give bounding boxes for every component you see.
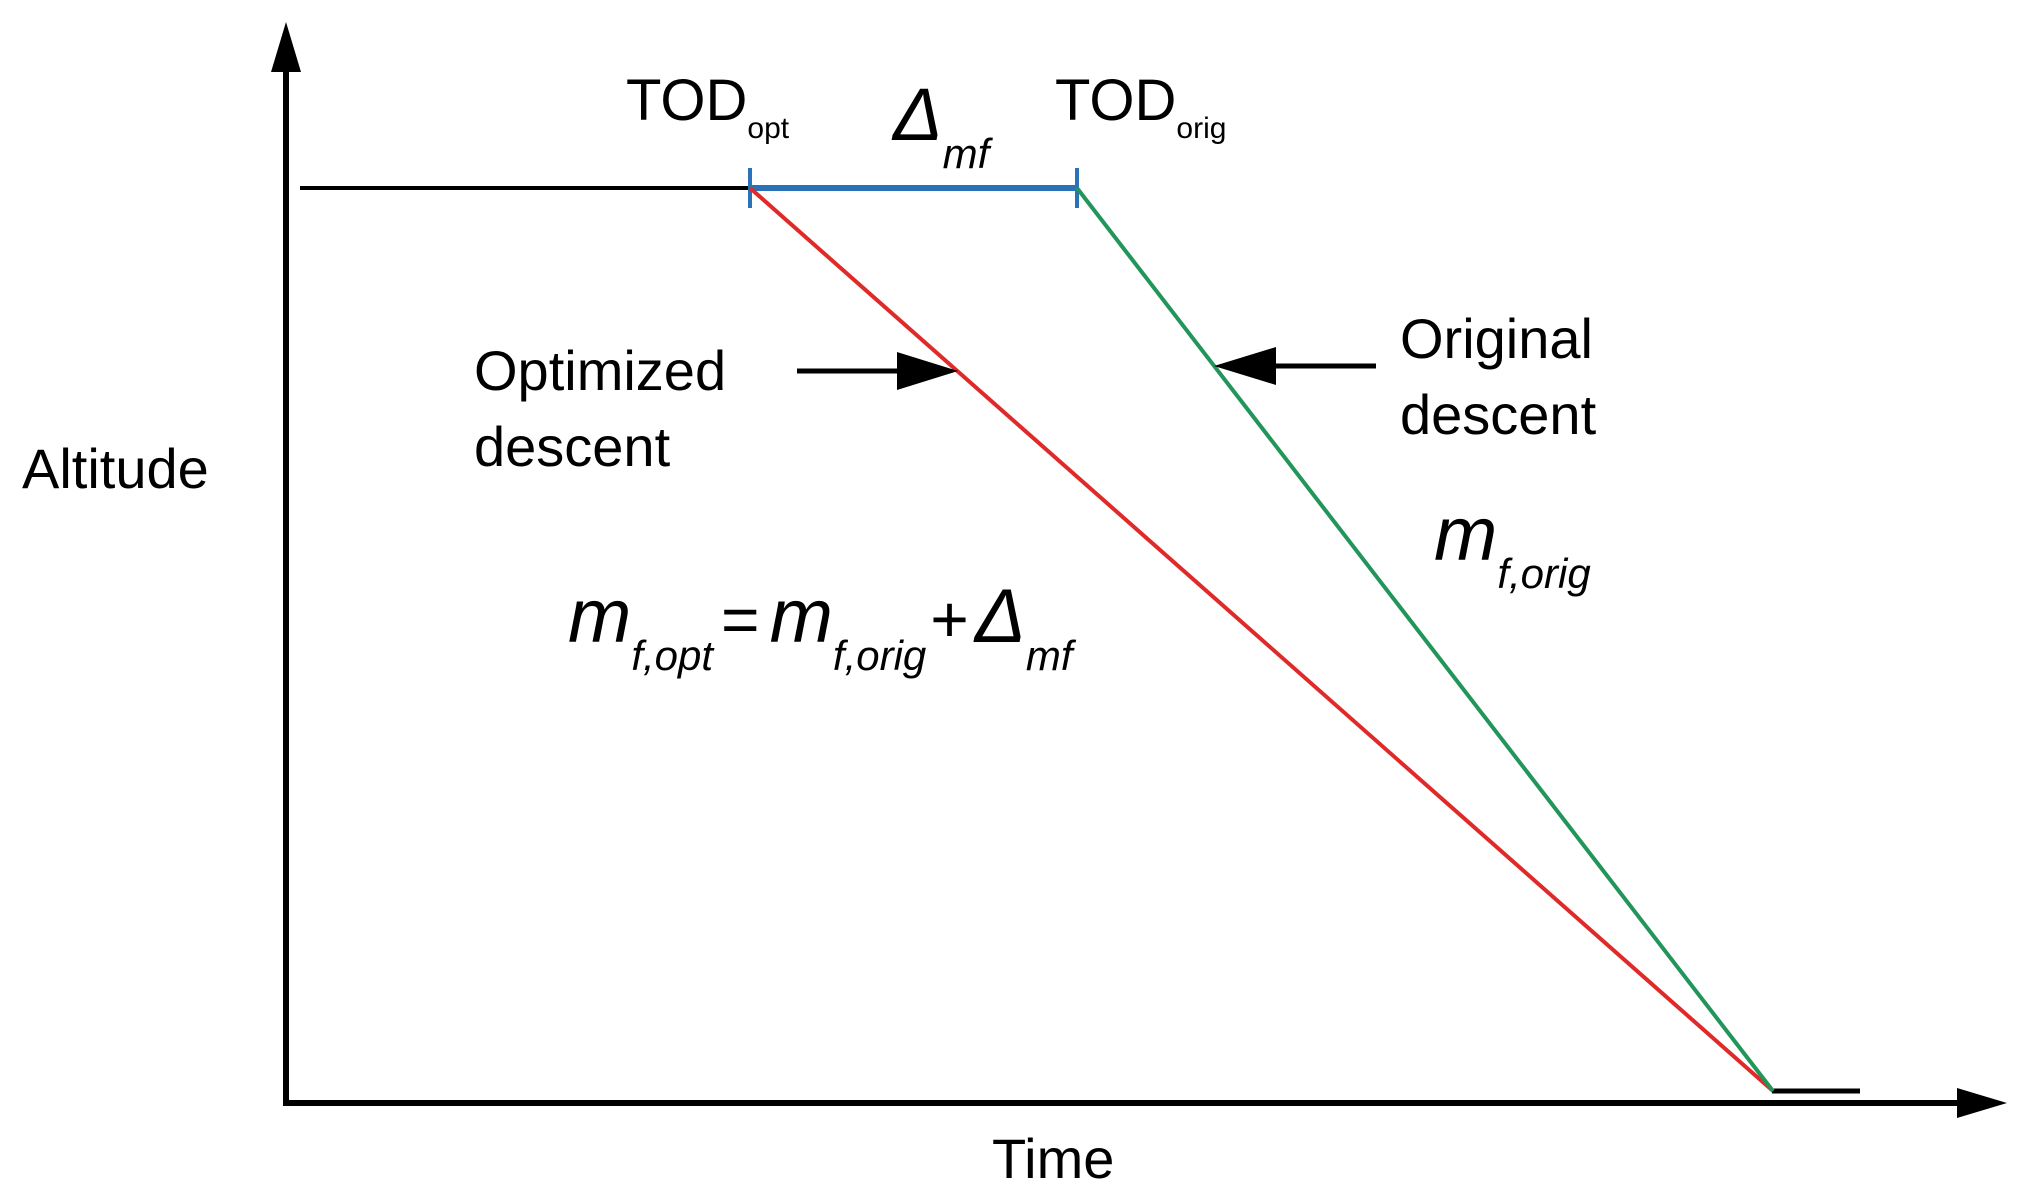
optimized-arrow-head bbox=[897, 352, 958, 390]
y-axis-label: Altitude bbox=[22, 437, 209, 500]
original-descent-label-line2: descent bbox=[1400, 383, 1597, 446]
eq-sub1: f,opt bbox=[631, 632, 715, 679]
tod-orig-sub: orig bbox=[1176, 112, 1226, 145]
eq-m2: m bbox=[770, 574, 833, 659]
tod-opt-main: TOD bbox=[626, 68, 747, 133]
optimized-descent-line bbox=[748, 186, 1775, 1093]
original-descent-label-line1: Original bbox=[1400, 307, 1593, 370]
original-arrow-head bbox=[1214, 347, 1276, 385]
optimized-descent-arrow bbox=[797, 352, 958, 390]
eq-sub2: f,orig bbox=[833, 632, 926, 679]
eq-sub3: mf bbox=[1026, 632, 1077, 679]
optimized-mass-equation: mf,opt=mf,orig+Δmf bbox=[568, 574, 1077, 679]
tod-opt-label: TODopt bbox=[626, 68, 790, 145]
tod-orig-label: TODorig bbox=[1055, 68, 1226, 145]
delta-symbol: Δ bbox=[891, 73, 943, 156]
tod-opt-sub: opt bbox=[747, 112, 789, 145]
tod-orig-main: TOD bbox=[1055, 68, 1176, 133]
eq-plus: + bbox=[930, 582, 969, 656]
original-mass-label: mf,orig bbox=[1434, 492, 1591, 597]
original-mass-m: m bbox=[1434, 492, 1497, 577]
delta-mf-label: Δmf bbox=[891, 73, 994, 177]
delta-sub: mf bbox=[943, 130, 994, 177]
x-axis-arrowhead bbox=[1957, 1088, 2007, 1118]
original-descent-line bbox=[1075, 186, 1775, 1093]
y-axis-arrowhead bbox=[271, 22, 301, 72]
eq-equals: = bbox=[721, 582, 760, 656]
axes bbox=[271, 22, 2007, 1118]
eq-m1: m bbox=[568, 574, 631, 659]
original-mass-sub: f,orig bbox=[1497, 550, 1590, 597]
optimized-descent-label-line2: descent bbox=[474, 415, 671, 478]
original-descent-arrow bbox=[1214, 347, 1376, 385]
optimized-descent-label-line1: Optimized bbox=[474, 339, 726, 402]
eq-delta: Δ bbox=[973, 574, 1026, 659]
delta-bracket bbox=[748, 168, 1079, 208]
x-axis-label: Time bbox=[992, 1127, 1114, 1190]
